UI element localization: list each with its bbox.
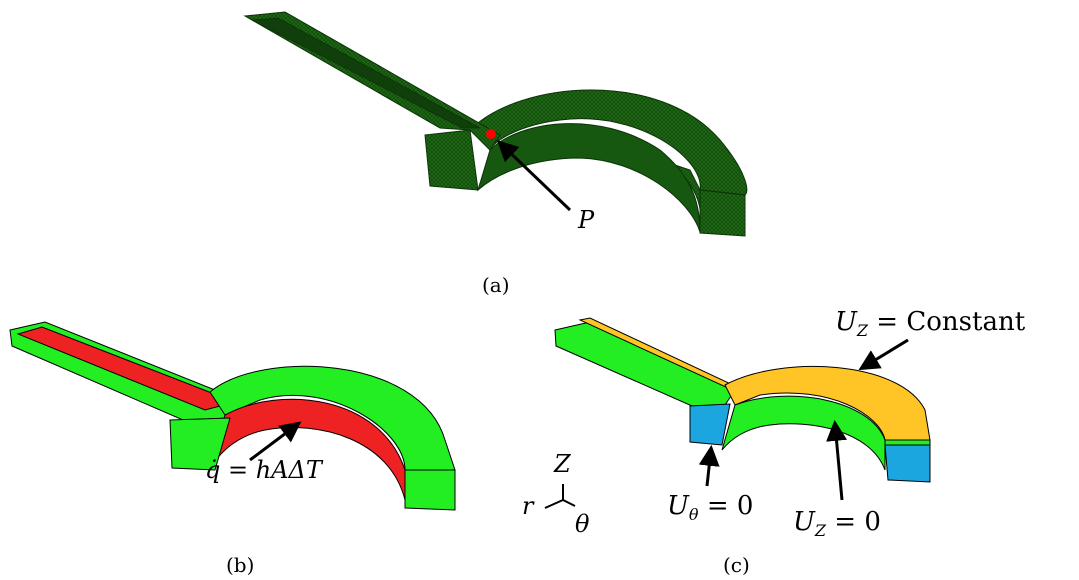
axis-theta-label: θ [575,510,590,538]
c-uzconst-label: UZ = Constant [835,307,1026,340]
b-channel-inner [16,326,237,411]
mesh-model [243,11,748,237]
point-p-marker [486,129,496,139]
c-arch-top [724,366,931,441]
c-channel-outer [554,321,736,407]
panel-a: P (a) [243,11,748,297]
c-right-block [884,444,931,483]
axis-r-label: r [522,492,535,520]
caption-a: (a) [482,273,510,297]
point-p-arrow [496,140,572,212]
axis-triad: Z r θ [522,450,590,538]
panel-b: q̇ = hAΔT (b) [9,321,456,577]
b-arch-inner-wall [209,398,406,501]
b-arch-top [209,365,456,471]
b-arch-outer-wall [404,469,456,511]
c-arch-inner-wall [721,395,886,471]
c-uzconst-arrow [858,338,909,371]
b-heat-flux-label: q̇ = hAΔT [205,456,324,484]
c-utheta-label: Uθ = 0 [667,491,753,524]
axis-r-theta-line [544,498,576,509]
b-heat-arrow [249,421,302,462]
mesh-right-block [699,189,746,237]
mesh-channel-inner [250,17,481,129]
c-arch-outer-wall [884,439,931,446]
mesh-left-block [424,129,479,191]
c-left-block [689,403,731,446]
c-utheta-arrow [698,444,720,487]
panel-c: UZ = Constant Uθ = 0 UZ = 0 (c) [554,307,1026,577]
caption-b: (b) [226,553,254,577]
axis-z-label: Z [553,450,572,478]
caption-c: (c) [723,553,750,577]
c-uzzero-arrow [826,419,847,501]
c-uzzero-label: UZ = 0 [793,507,881,540]
b-left-block [169,417,231,471]
point-p-label: P [577,206,595,234]
